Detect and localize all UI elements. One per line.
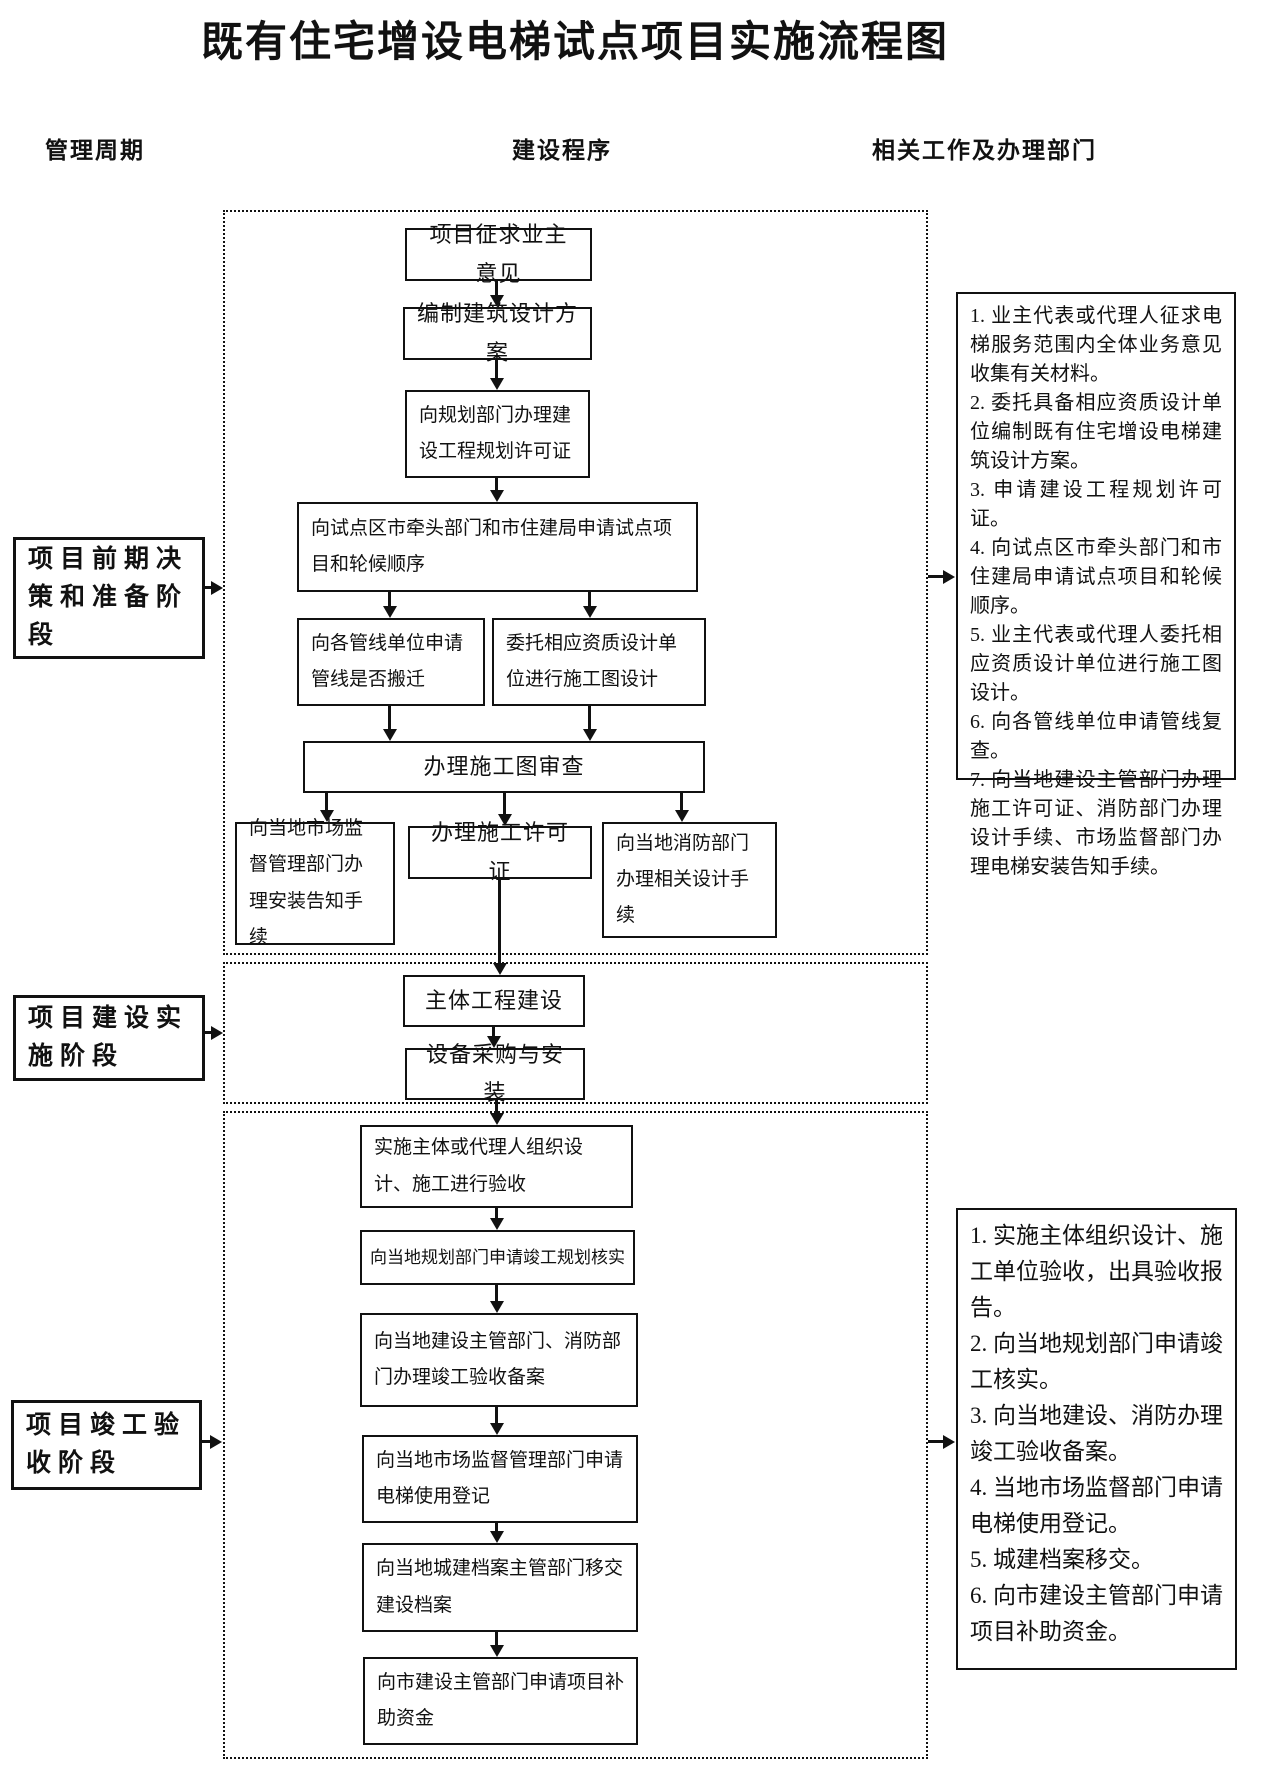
flow-step-pipeline-relocation-inquiry: 向各管线单位申请管线是否搬迁 — [297, 618, 485, 706]
note-item: 3. 申请建设工程规划许可证。 — [970, 479, 1222, 530]
down-arrow-icon — [582, 592, 597, 618]
flow-step-completion-acceptance-filing: 向当地建设主管部门、消防部门办理竣工验收备案 — [360, 1313, 638, 1407]
down-arrow-icon — [489, 281, 504, 307]
note-item: 3. 向当地建设、消防办理竣工验收备案。 — [970, 1403, 1223, 1464]
flow-step-subsidy-application: 向市建设主管部门申请项目补助资金 — [363, 1657, 638, 1745]
column-header-management-cycle: 管理周期 — [45, 138, 145, 163]
note-item: 6. 向各管线单位申请管线复查。 — [970, 711, 1222, 762]
down-arrow-icon — [486, 1027, 501, 1048]
note-item: 4. 当地市场监督部门申请电梯使用登记。 — [970, 1475, 1223, 1536]
note-item: 2. 委托具备相应资质设计单位编制既有住宅增设电梯建筑设计方案。 — [970, 392, 1222, 472]
page-title: 既有住宅增设电梯试点项目实施流程图 — [200, 20, 949, 66]
column-header-related-work: 相关工作及办理部门 — [872, 138, 1097, 163]
flow-step-organize-acceptance: 实施主体或代理人组织设计、施工进行验收 — [360, 1125, 633, 1208]
flow-step-entrust-construction-drawing-design: 委托相应资质设计单位进行施工图设计 — [492, 618, 706, 706]
flow-step-apply-pilot-project: 向试点区市牵头部门和市住建局申请试点项目和轮候顺序 — [297, 502, 698, 592]
flow-step-seek-owner-opinions: 项目征求业主意见 — [405, 222, 592, 286]
down-arrow-icon — [489, 1523, 504, 1543]
note-item: 1. 业主代表或代理人征求电梯服务范围内全体业务意见收集有关材料。 — [970, 305, 1222, 385]
right-arrow-icon — [928, 569, 955, 584]
down-arrow-icon — [319, 793, 334, 822]
down-arrow-icon — [497, 793, 512, 826]
flow-step-main-works-construction: 主体工程建设 — [403, 975, 585, 1027]
flow-step-construction-permit: 办理施工许可证 — [408, 820, 592, 884]
down-arrow-icon — [382, 592, 397, 618]
right-arrow-icon — [205, 1025, 223, 1040]
down-arrow-icon — [382, 706, 397, 741]
right-arrow-icon — [205, 580, 223, 595]
note-box-acceptance: 1. 实施主体组织设计、施工单位验收，出具验收报告。 2. 向当地规划部门申请竣… — [956, 1208, 1237, 1670]
stage-box-preparation: 项目前期决策和准备阶段 — [13, 537, 205, 659]
flow-step-planning-permit: 向规划部门办理建设工程规划许可证 — [405, 390, 590, 478]
down-arrow-icon — [489, 1285, 504, 1313]
down-arrow-icon — [489, 478, 504, 502]
flow-step-installation-notification: 向当地市场监督管理部门办理安装告知手续 — [235, 818, 395, 948]
flow-step-fire-design-procedures: 向当地消防部门办理相关设计手续 — [602, 822, 777, 938]
down-arrow-icon — [489, 360, 504, 390]
down-arrow-icon — [582, 706, 597, 741]
note-item: 5. 城建档案移交。 — [970, 1547, 1154, 1572]
down-arrow-icon — [489, 1632, 504, 1657]
flow-step-prepare-design-scheme: 编制建筑设计方案 — [403, 301, 592, 365]
note-item: 4. 向试点区市牵头部门和市住建局申请试点项目和轮候顺序。 — [970, 537, 1222, 617]
flow-step-elevator-use-registration: 向当地市场监督管理部门申请电梯使用登记 — [362, 1435, 638, 1523]
flow-step-completion-planning-verification: 向当地规划部门申请竣工规划核实 — [360, 1230, 635, 1285]
right-arrow-icon — [928, 1434, 955, 1449]
down-arrow-icon — [489, 1208, 504, 1230]
flow-step-archives-transfer: 向当地城建档案主管部门移交建设档案 — [362, 1543, 638, 1632]
down-arrow-icon — [489, 1100, 504, 1125]
note-box-preparation: 1. 业主代表或代理人征求电梯服务范围内全体业务意见收集有关材料。 2. 委托具… — [956, 292, 1236, 878]
stage-box-implementation: 项目建设实施阶段 — [13, 995, 205, 1081]
note-item: 1. 实施主体组织设计、施工单位验收，出具验收报告。 — [970, 1223, 1223, 1320]
note-item: 5. 业主代表或代理人委托相应资质设计单位进行施工图设计。 — [970, 624, 1222, 704]
down-arrow-icon — [489, 1407, 504, 1435]
down-arrow-icon — [492, 879, 507, 975]
note-item: 7. 向当地建设主管部门办理施工许可证、消防部门办理设计手续、市场监督部门办理电… — [970, 769, 1222, 878]
column-header-construction-procedure: 建设程序 — [512, 138, 612, 163]
flow-step-construction-drawing-review: 办理施工图审查 — [303, 741, 705, 793]
down-arrow-icon — [674, 793, 689, 822]
phase-box-preparation — [223, 210, 928, 955]
stage-box-acceptance: 项目竣工验收阶段 — [11, 1400, 202, 1490]
phase-box-acceptance — [223, 1111, 928, 1759]
flow-step-equipment-purchase-installation: 设备采购与安装 — [405, 1042, 585, 1105]
note-item: 2. 向当地规划部门申请竣工核实。 — [970, 1331, 1223, 1392]
phase-box-implementation — [223, 962, 928, 1104]
right-arrow-icon — [202, 1434, 222, 1449]
note-item: 6. 向市建设主管部门申请项目补助资金。 — [970, 1583, 1223, 1644]
